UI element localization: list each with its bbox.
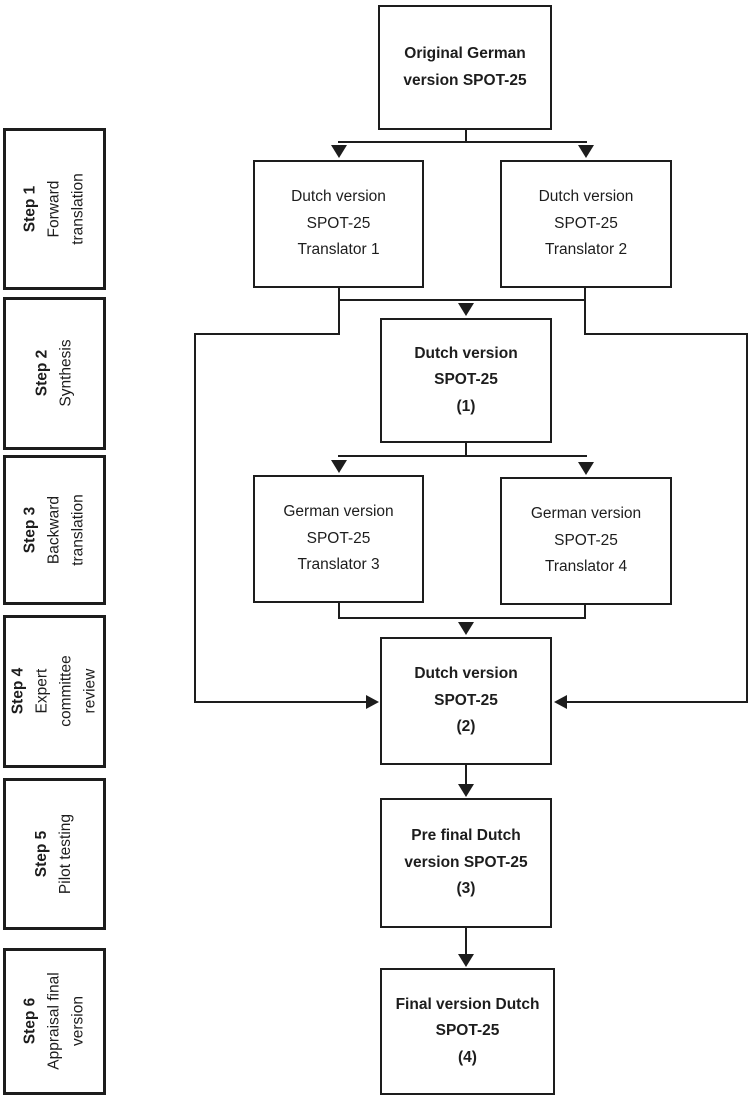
node-text-line: SPOT-25 xyxy=(435,1022,500,1040)
connector-line xyxy=(465,928,467,955)
step-line: translation xyxy=(69,173,87,245)
node-text-line: version SPOT-25 xyxy=(404,853,528,871)
node-text-line: Dutch version xyxy=(414,344,518,362)
node-dutch-translator-1: Dutch version SPOT-25 Translator 1 xyxy=(253,160,424,288)
step-box-1: Step 1 Forward translation xyxy=(3,128,106,290)
arrow-right-icon xyxy=(366,695,379,709)
step-line: Forward xyxy=(45,180,63,238)
connector-line xyxy=(338,141,587,143)
step-line: Expert xyxy=(33,669,51,714)
node-text-line: German version xyxy=(530,505,642,523)
connector-line xyxy=(746,333,748,703)
arrow-down-icon xyxy=(458,954,474,967)
node-prefinal-dutch-version-3: Pre final Dutch version SPOT-25 (3) xyxy=(380,798,552,928)
step-line: Appraisal final xyxy=(45,972,63,1071)
arrow-down-icon xyxy=(458,622,474,635)
arrow-down-icon xyxy=(578,462,594,475)
connector-line xyxy=(465,443,467,457)
node-text-line: (2) xyxy=(456,718,476,736)
node-text-line: Dutch version xyxy=(291,188,386,206)
step-box-3-label: Step 3 Backward translation xyxy=(18,494,90,566)
step-box-6: Step 6 Appraisal final version xyxy=(3,948,106,1095)
node-text-line: Pre final Dutch xyxy=(411,827,521,845)
node-original-german: Original German version SPOT-25 xyxy=(378,5,552,130)
node-text-line: Translator 4 xyxy=(544,558,628,576)
step-line: version xyxy=(69,996,87,1047)
node-text-line: Translator 1 xyxy=(297,241,380,259)
node-german-translator-4: German version SPOT-25 Translator 4 xyxy=(500,477,672,605)
step-title: Step 4 xyxy=(9,668,27,715)
node-text-line: SPOT-25 xyxy=(306,214,371,232)
step-line: review xyxy=(81,669,99,714)
step-title: Step 6 xyxy=(21,998,39,1045)
step-box-4-label: Step 4 Expert committee review xyxy=(6,656,102,728)
connector-line xyxy=(465,130,467,143)
step-box-2-label: Step 2 Synthesis xyxy=(30,340,78,407)
connector-line xyxy=(585,333,748,335)
step-box-5: Step 5 Pilot testing xyxy=(3,778,106,930)
step-box-4: Step 4 Expert committee review xyxy=(3,615,106,768)
node-text-line: (1) xyxy=(456,397,476,415)
connector-line xyxy=(338,288,340,335)
connector-line xyxy=(194,701,367,703)
step-box-6-label: Step 6 Appraisal final version xyxy=(18,973,90,1070)
step-title: Step 1 xyxy=(21,185,39,233)
arrow-down-icon xyxy=(458,303,474,316)
node-text-line: Translator 3 xyxy=(297,556,380,574)
node-text-line: (4) xyxy=(458,1048,477,1066)
step-title: Step 2 xyxy=(33,350,51,397)
arrow-down-icon xyxy=(331,460,347,473)
node-text-line: version SPOT-25 xyxy=(403,71,527,89)
connector-line xyxy=(465,765,467,785)
step-line: translation xyxy=(69,494,87,566)
step-title: Step 3 xyxy=(21,506,39,554)
node-text-line: German version xyxy=(283,503,394,521)
node-text-line: SPOT-25 xyxy=(306,529,371,547)
connector-line xyxy=(584,605,586,619)
step-box-1-label: Step 1 Forward translation xyxy=(18,173,90,245)
node-text-line: Translator 2 xyxy=(544,241,628,259)
arrow-down-icon xyxy=(578,145,594,158)
connector-line xyxy=(338,617,586,619)
step-box-5-label: Step 5 Pilot testing xyxy=(30,814,78,894)
step-line: Synthesis xyxy=(57,339,75,408)
node-dutch-version-2: Dutch version SPOT-25 (2) xyxy=(380,637,552,765)
connector-line xyxy=(338,299,586,301)
node-final-version-dutch-4: Final version Dutch SPOT-25 (4) xyxy=(380,968,555,1095)
step-line: Backward xyxy=(45,495,63,565)
step-box-3: Step 3 Backward translation xyxy=(3,455,106,605)
node-text-line: (3) xyxy=(456,880,476,898)
node-text-line: SPOT-25 xyxy=(434,691,498,709)
arrow-down-icon xyxy=(458,784,474,797)
node-text-line: Dutch version xyxy=(538,188,634,206)
node-german-translator-3: German version SPOT-25 Translator 3 xyxy=(253,475,424,603)
connector-line xyxy=(194,333,340,335)
connector-line xyxy=(584,288,586,335)
connector-line xyxy=(338,455,587,457)
node-text-line: Dutch version xyxy=(414,665,518,683)
node-dutch-translator-2: Dutch version SPOT-25 Translator 2 xyxy=(500,160,672,288)
step-box-2: Step 2 Synthesis xyxy=(3,297,106,450)
connector-line xyxy=(338,603,340,619)
step-line: committee xyxy=(57,655,75,728)
connector-line xyxy=(567,701,748,703)
node-text-line: SPOT-25 xyxy=(554,531,618,549)
node-dutch-version-1: Dutch version SPOT-25 (1) xyxy=(380,318,552,443)
step-title: Step 5 xyxy=(33,830,51,878)
arrow-down-icon xyxy=(331,145,347,158)
node-text-line: SPOT-25 xyxy=(434,371,498,389)
node-text-line: SPOT-25 xyxy=(554,214,618,232)
node-text-line: Final version Dutch xyxy=(395,995,540,1013)
node-text-line: Original German xyxy=(404,44,526,62)
step-line: Pilot testing xyxy=(57,813,75,895)
arrow-left-icon xyxy=(554,695,567,709)
connector-line xyxy=(194,333,196,703)
